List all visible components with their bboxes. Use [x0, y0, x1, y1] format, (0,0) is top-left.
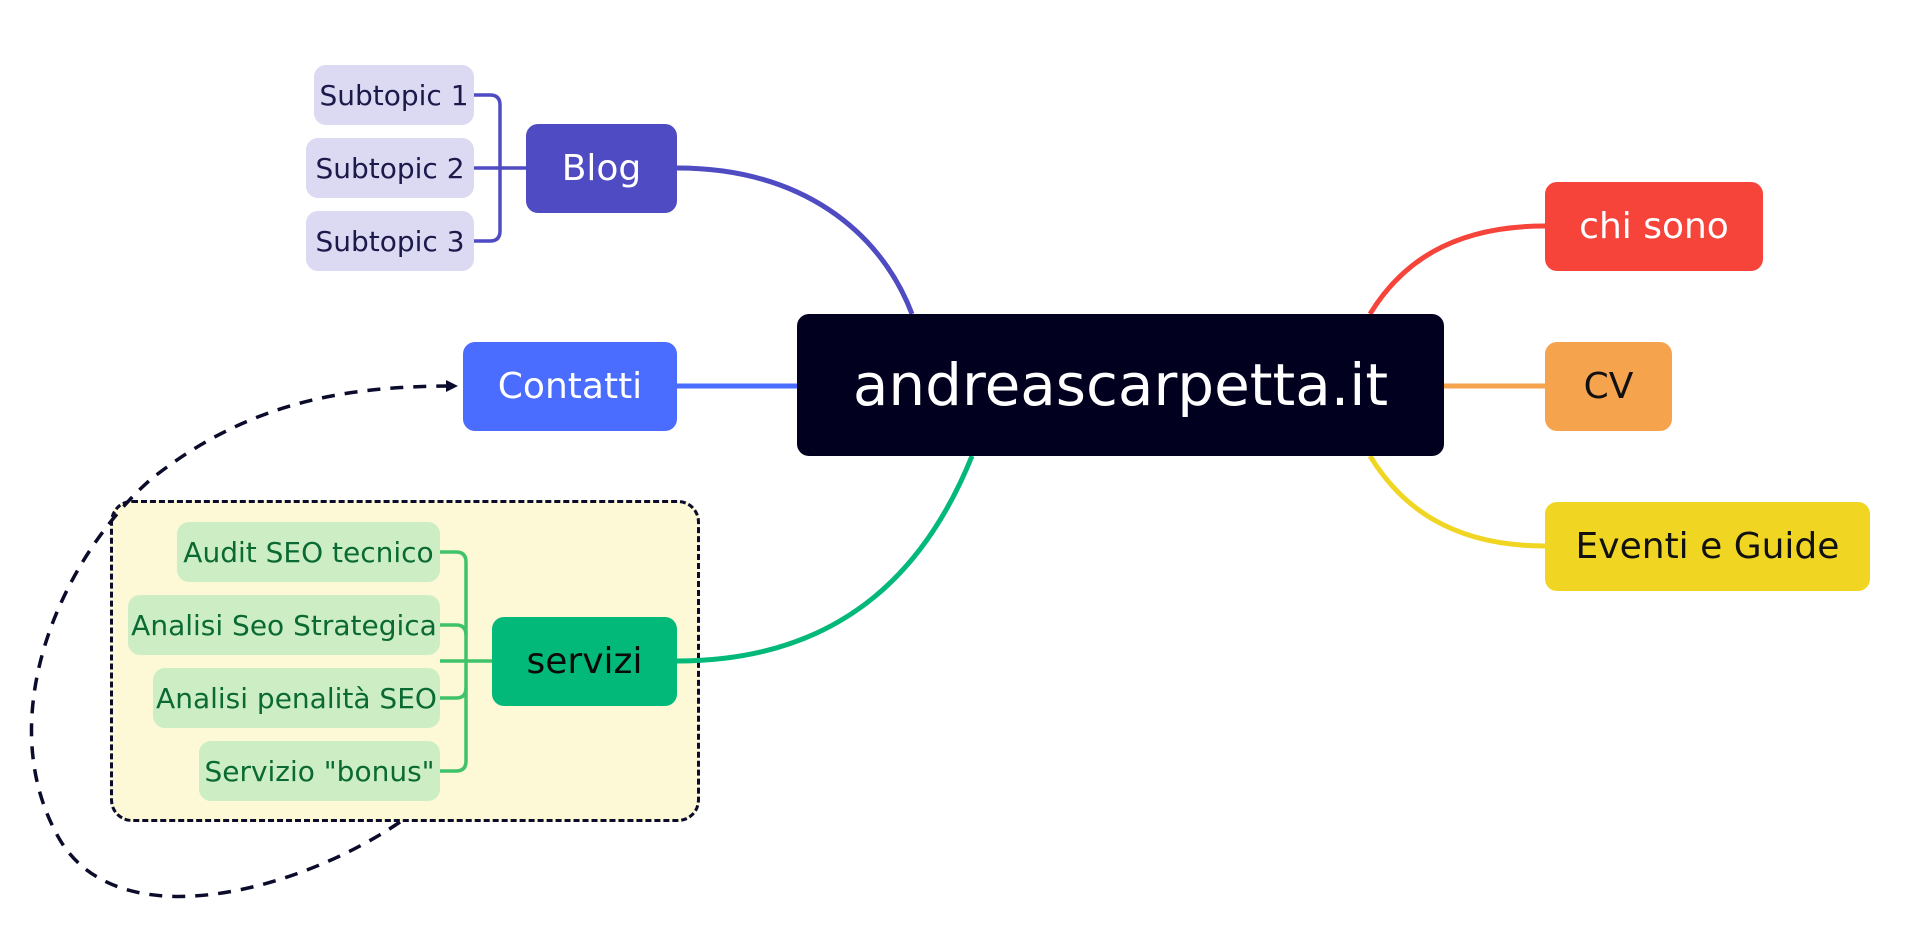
topic-cv-label: CV — [1583, 366, 1634, 407]
connector-servizi — [676, 455, 975, 664]
topic-blog[interactable]: Blog — [526, 124, 677, 213]
topic-servizi-label: servizi — [526, 641, 643, 682]
topic-blog-label: Blog — [561, 148, 642, 189]
topic-cv[interactable]: CV — [1545, 342, 1672, 431]
servizi-subtopic[interactable]: Analisi penalità SEO — [153, 668, 440, 728]
connector-chi-sono — [1367, 223, 1546, 316]
connector-eventi — [1367, 454, 1546, 549]
blog-subtopic[interactable]: Subtopic 3 — [306, 211, 474, 271]
servizi-subtopic-label: Analisi penalità SEO — [156, 681, 437, 715]
connector-blog — [676, 165, 915, 315]
blog-subtopic-label: Subtopic 2 — [315, 151, 465, 185]
topic-eventi-e-guide[interactable]: Eventi e Guide — [1545, 502, 1870, 591]
blog-subtopic-label: Subtopic 1 — [319, 78, 469, 112]
central-topic-label: andreascarpetta.it — [852, 351, 1389, 419]
topic-servizi[interactable]: servizi — [492, 617, 677, 706]
servizi-subtopic-label: Audit SEO tecnico — [183, 535, 434, 569]
servizi-subtopic-label: Servizio "bonus" — [204, 754, 435, 788]
blog-subtopic-label: Subtopic 3 — [315, 224, 465, 258]
servizi-subtopic[interactable]: Servizio "bonus" — [199, 741, 440, 801]
topic-contatti-label: Contatti — [497, 366, 643, 407]
topic-eventi-label: Eventi e Guide — [1575, 526, 1840, 567]
blog-subtopic[interactable]: Subtopic 1 — [314, 65, 474, 125]
topic-chi-sono-label: chi sono — [1579, 206, 1729, 247]
servizi-subtopic-label: Analisi Seo Strategica — [131, 608, 437, 642]
blog-subtopic-bracket — [474, 93, 526, 243]
servizi-subtopic[interactable]: Audit SEO tecnico — [177, 522, 440, 582]
servizi-subtopic[interactable]: Analisi Seo Strategica — [128, 595, 440, 655]
topic-contatti[interactable]: Contatti — [463, 342, 677, 431]
topic-chi-sono[interactable]: chi sono — [1545, 182, 1763, 271]
central-topic[interactable]: andreascarpetta.it — [797, 314, 1444, 456]
blog-subtopic[interactable]: Subtopic 2 — [306, 138, 474, 198]
